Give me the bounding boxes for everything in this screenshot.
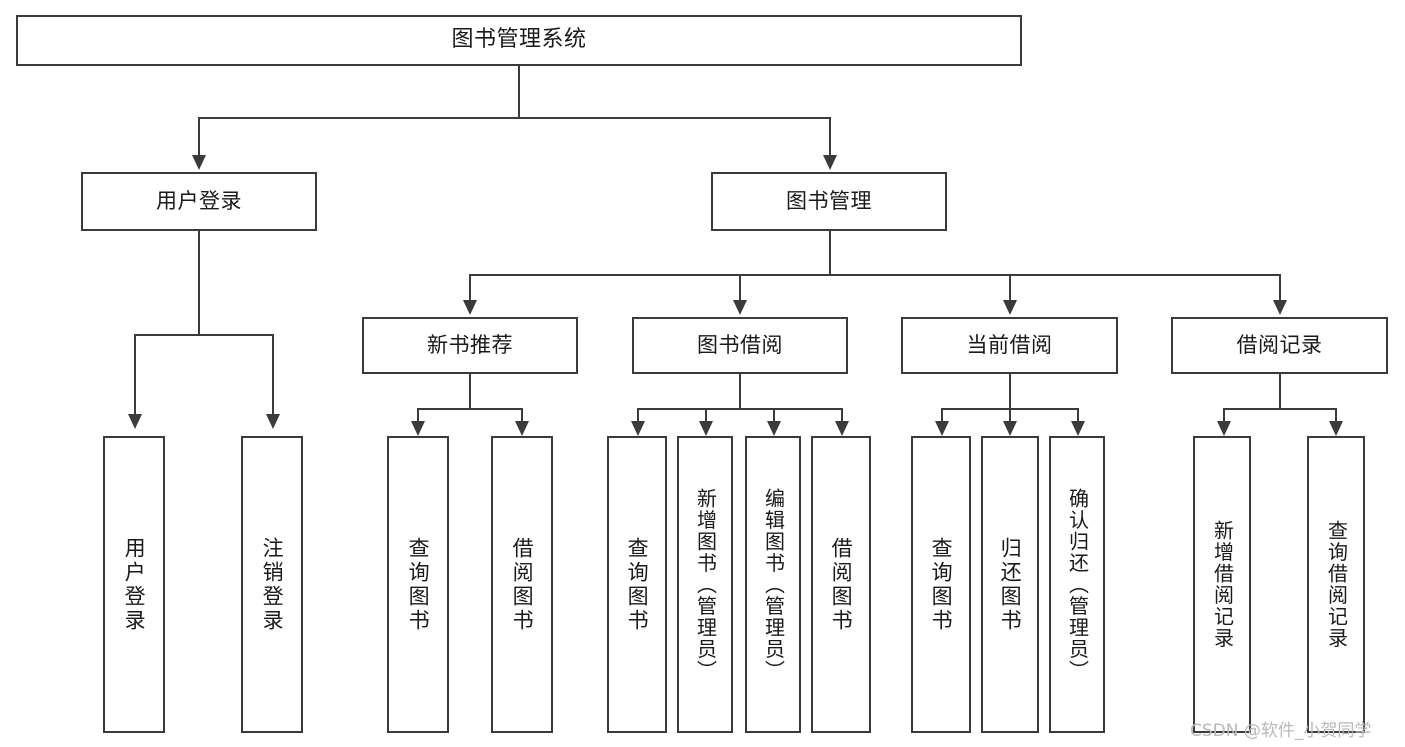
arrow-down-icon bbox=[1003, 421, 1017, 436]
leaf-new-book-query-book[interactable]: 查询图书 bbox=[387, 436, 449, 733]
node-label: 确认归还（管理员） bbox=[1065, 487, 1090, 682]
connector-book-mgmt-drop-4 bbox=[1279, 274, 1281, 302]
arrow-down-icon bbox=[192, 155, 206, 170]
arrow-down-icon bbox=[1329, 421, 1343, 436]
connector-user-login-drop-1 bbox=[134, 334, 136, 416]
arrow-down-icon bbox=[767, 421, 781, 436]
arrow-down-icon bbox=[631, 421, 645, 436]
leaf-user-login-logout[interactable]: 注销登录 bbox=[241, 436, 303, 733]
arrow-down-icon bbox=[266, 414, 280, 429]
connector-book-borrow-bus bbox=[637, 408, 843, 410]
arrow-down-icon bbox=[463, 300, 477, 315]
connector-current-borrow-drop-2 bbox=[1009, 408, 1011, 426]
arrow-down-icon bbox=[128, 414, 142, 429]
node-label: 查询图书 bbox=[625, 536, 650, 633]
connector-user-login-bus bbox=[134, 334, 273, 336]
node-label: 借阅图书 bbox=[510, 536, 535, 633]
arrow-down-icon bbox=[411, 421, 425, 436]
connector-book-borrow-stem bbox=[739, 374, 741, 410]
connector-book-borrow-drop-1 bbox=[637, 408, 639, 426]
leaf-book-borrow-add-book-admin[interactable]: 新增图书（管理员） bbox=[677, 436, 733, 733]
connector-borrow-record-drop-2 bbox=[1335, 408, 1337, 426]
node-label: 注销登录 bbox=[260, 536, 285, 633]
leaf-current-borrow-return-book[interactable]: 归还图书 bbox=[981, 436, 1039, 733]
connector-book-mgmt-drop-3 bbox=[1009, 274, 1011, 302]
connector-borrow-record-bus bbox=[1223, 408, 1337, 410]
connector-book-mgmt-bus bbox=[469, 274, 1281, 276]
arrow-down-icon bbox=[1273, 300, 1287, 315]
node-label: 查询图书 bbox=[406, 536, 431, 633]
node-label: 用户登录 bbox=[122, 536, 147, 633]
connector-root-bus bbox=[198, 117, 830, 119]
node-user-login[interactable]: 用户登录 bbox=[81, 172, 317, 231]
arrow-down-icon bbox=[699, 421, 713, 436]
node-label: 新书推荐 bbox=[427, 332, 513, 357]
leaf-borrow-record-add-record[interactable]: 新增借阅记录 bbox=[1193, 436, 1251, 733]
connector-book-borrow-drop-2 bbox=[705, 408, 707, 426]
node-label: 借阅记录 bbox=[1236, 332, 1323, 357]
leaf-user-login-login[interactable]: 用户登录 bbox=[103, 436, 165, 733]
connector-new-book-drop-1 bbox=[417, 408, 419, 426]
connector-root-stem bbox=[518, 66, 520, 117]
connector-user-login-stem bbox=[198, 231, 200, 335]
node-label: 归还图书 bbox=[998, 536, 1023, 633]
connector-current-borrow-stem bbox=[1009, 374, 1011, 410]
node-borrow-record[interactable]: 借阅记录 bbox=[1171, 317, 1388, 374]
arrow-down-icon bbox=[1003, 300, 1017, 315]
node-current-borrow[interactable]: 当前借阅 bbox=[901, 317, 1118, 374]
connector-borrow-record-drop-1 bbox=[1223, 408, 1225, 426]
arrow-down-icon bbox=[733, 300, 747, 315]
connector-borrow-record-stem bbox=[1279, 374, 1281, 410]
connector-root-drop-1 bbox=[198, 117, 200, 157]
node-label: 查询图书 bbox=[929, 536, 954, 633]
arrow-down-icon bbox=[835, 421, 849, 436]
node-label: 查询借阅记录 bbox=[1324, 520, 1349, 649]
arrow-down-icon bbox=[1071, 421, 1085, 436]
node-label: 新增借阅记录 bbox=[1210, 520, 1235, 649]
connector-book-mgmt-stem bbox=[829, 231, 831, 276]
node-label: 图书管理系统 bbox=[451, 27, 587, 53]
connector-root-drop-2 bbox=[829, 117, 831, 157]
csdn-watermark: CSDN @软件_小贺同学 bbox=[1190, 721, 1372, 741]
node-label: 新增图书（管理员） bbox=[693, 487, 718, 682]
node-root-book-management-system[interactable]: 图书管理系统 bbox=[16, 15, 1022, 66]
leaf-current-borrow-query-book[interactable]: 查询图书 bbox=[911, 436, 971, 733]
leaf-borrow-record-query-record[interactable]: 查询借阅记录 bbox=[1307, 436, 1365, 733]
connector-new-book-stem bbox=[469, 374, 471, 410]
arrow-down-icon bbox=[1217, 421, 1231, 436]
node-new-book-recommend[interactable]: 新书推荐 bbox=[362, 317, 578, 374]
arrow-down-icon bbox=[515, 421, 529, 436]
connector-book-borrow-drop-3 bbox=[773, 408, 775, 426]
connector-new-book-bus bbox=[417, 408, 523, 410]
node-book-borrow[interactable]: 图书借阅 bbox=[632, 317, 848, 374]
node-label: 编辑图书（管理员） bbox=[761, 487, 786, 682]
node-label: 图书借阅 bbox=[697, 332, 783, 357]
connector-current-borrow-drop-3 bbox=[1077, 408, 1079, 426]
node-label: 用户登录 bbox=[156, 188, 242, 213]
node-label: 当前借阅 bbox=[966, 332, 1053, 357]
leaf-book-borrow-edit-book-admin[interactable]: 编辑图书（管理员） bbox=[745, 436, 801, 733]
leaf-current-borrow-confirm-return-admin[interactable]: 确认归还（管理员） bbox=[1049, 436, 1105, 733]
connector-book-borrow-drop-4 bbox=[841, 408, 843, 426]
node-label: 借阅图书 bbox=[829, 536, 854, 633]
node-label: 图书管理 bbox=[786, 188, 872, 213]
connector-new-book-drop-2 bbox=[521, 408, 523, 426]
connector-current-borrow-drop-1 bbox=[941, 408, 943, 426]
connector-book-mgmt-drop-1 bbox=[469, 274, 471, 302]
arrow-down-icon bbox=[823, 155, 837, 170]
node-book-management[interactable]: 图书管理 bbox=[711, 172, 947, 231]
arrow-down-icon bbox=[935, 421, 949, 436]
leaf-book-borrow-query-book[interactable]: 查询图书 bbox=[607, 436, 667, 733]
connector-user-login-drop-2 bbox=[272, 334, 274, 416]
leaf-book-borrow-borrow-book[interactable]: 借阅图书 bbox=[811, 436, 871, 733]
leaf-new-book-borrow-book[interactable]: 借阅图书 bbox=[491, 436, 553, 733]
connector-book-mgmt-drop-2 bbox=[739, 274, 741, 302]
